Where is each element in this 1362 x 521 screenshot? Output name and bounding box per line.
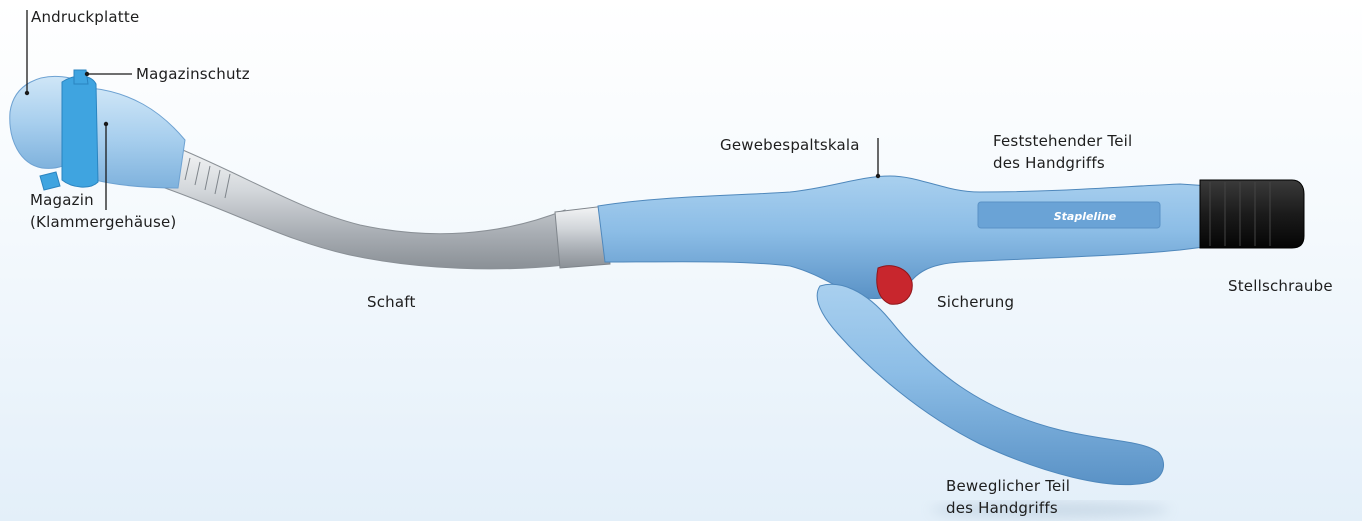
label-feststehender-line1: Feststehender Teil xyxy=(993,130,1132,152)
label-schaft: Schaft xyxy=(367,291,416,313)
label-feststehender-line2: des Handgriffs xyxy=(993,152,1132,174)
label-magazin: Magazin (Klammergehäuse) xyxy=(30,189,176,233)
label-schaft-text: Schaft xyxy=(367,293,416,311)
shaft-tube xyxy=(165,148,565,269)
label-gewebespaltskala-text: Gewebespaltskala xyxy=(720,136,860,154)
label-magazin-line2: (Klammergehäuse) xyxy=(30,211,176,233)
label-andruckplatte-text: Andruckplatte xyxy=(31,8,139,26)
brand-text: Stapleline xyxy=(1054,210,1117,223)
cartridge-protector-ring xyxy=(62,76,98,187)
label-stellschraube: Stellschraube xyxy=(1228,275,1333,297)
label-beweglicher-teil: Beweglicher Teil des Handgriffs xyxy=(946,475,1070,519)
leader-dot-magazinschutz xyxy=(85,72,89,76)
label-magazinschutz-text: Magazinschutz xyxy=(136,65,250,83)
leader-dot-gewebespaltskala xyxy=(876,174,880,178)
movable-handle xyxy=(817,284,1163,484)
label-sicherung-text: Sicherung xyxy=(937,293,1014,311)
label-beweglicher-line1: Beweglicher Teil xyxy=(946,475,1070,497)
leader-dot-magazin xyxy=(104,122,108,126)
cartridge-body xyxy=(90,88,185,188)
label-gewebespaltskala: Gewebespaltskala xyxy=(720,134,860,156)
adjustment-knob xyxy=(1200,180,1304,248)
label-magazinschutz: Magazinschutz xyxy=(136,63,250,85)
label-stellschraube-text: Stellschraube xyxy=(1228,277,1333,295)
label-beweglicher-line2: des Handgriffs xyxy=(946,497,1070,519)
label-magazin-line1: Magazin xyxy=(30,189,176,211)
label-sicherung: Sicherung xyxy=(937,291,1014,313)
cartridge-protector-tab-bottom xyxy=(40,172,60,190)
label-andruckplatte: Andruckplatte xyxy=(31,6,139,28)
leader-dot-andruckplatte xyxy=(25,91,29,95)
label-feststehender-teil: Feststehender Teil des Handgriffs xyxy=(993,130,1132,174)
